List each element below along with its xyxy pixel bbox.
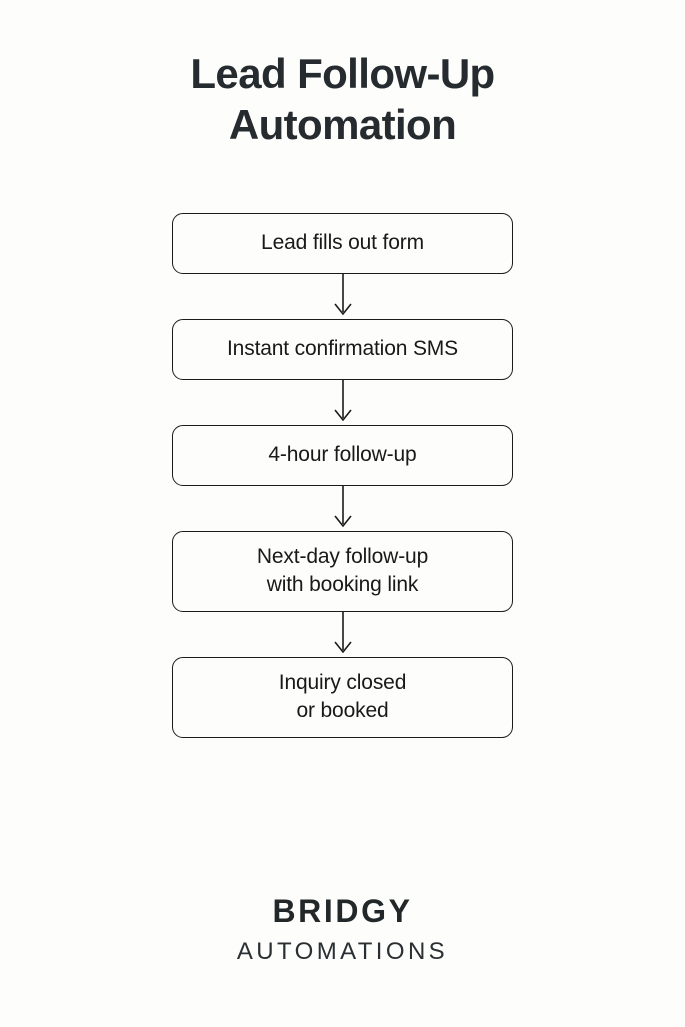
arrow-down-icon (323, 273, 363, 319)
brand-name: BRIDGY (272, 893, 413, 930)
flow-node-label: Lead fills out form (261, 231, 424, 255)
flow-node-next-day-follow-up[interactable]: Next-day follow-up with booking link (172, 530, 513, 612)
arrow-down-icon (323, 379, 363, 425)
flow-node-4-hour-follow-up[interactable]: 4-hour follow-up (172, 424, 513, 486)
brand-subtitle: AUTOMATIONS (236, 937, 449, 965)
flowchart: Lead fills out form Instant confirmation… (172, 212, 513, 738)
flow-node-label: Inquiry closed or booked (278, 671, 407, 723)
arrow-down-icon (323, 611, 363, 657)
flow-node-inquiry-closed-or-booked[interactable]: Inquiry closed or booked (172, 656, 513, 738)
page-title: Lead Follow-Up Automation (128, 48, 558, 150)
flow-node-label: 4-hour follow-up (268, 443, 417, 467)
flow-node-instant-confirmation-sms[interactable]: Instant confirmation SMS (172, 318, 513, 380)
page-title-line-2: Automation (228, 101, 457, 149)
arrow-down-icon (323, 485, 363, 531)
flow-node-label: Instant confirmation SMS (227, 337, 458, 361)
flow-node-lead-fills-out-form[interactable]: Lead fills out form (172, 212, 513, 274)
page-title-line-1: Lead Follow-Up (190, 50, 495, 97)
flow-node-label: Next-day follow-up with booking link (256, 545, 429, 597)
brand-footer: BRIDGY AUTOMATIONS (0, 894, 685, 965)
